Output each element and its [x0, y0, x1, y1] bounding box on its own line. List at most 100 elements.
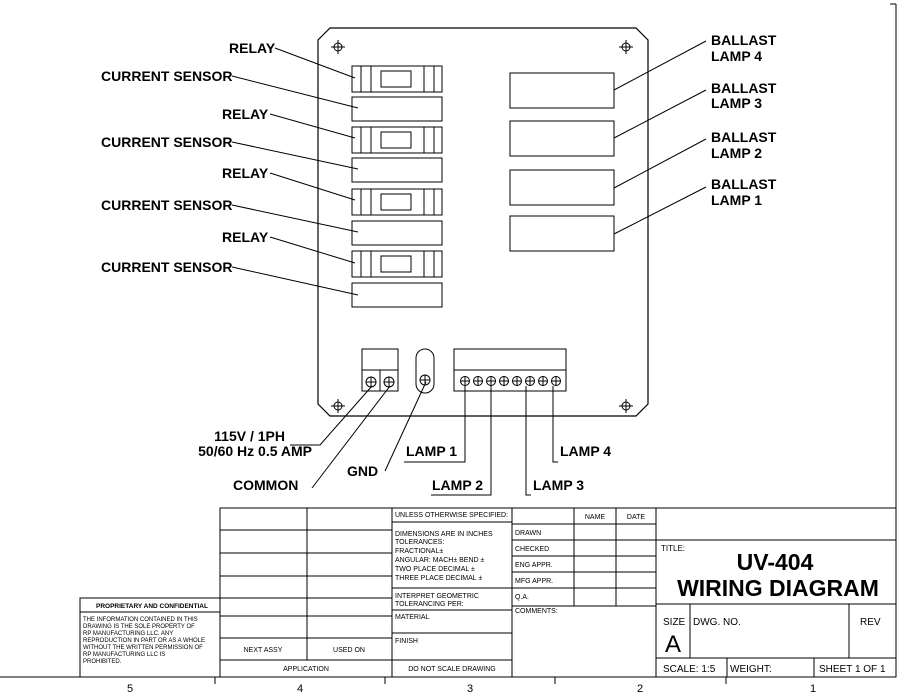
ballast-lamp-1 — [509, 215, 615, 252]
mount-hole-top-left — [331, 40, 345, 54]
date-header: DATE — [627, 514, 645, 521]
approval-mfg: MFG APPR. — [515, 578, 553, 585]
label-ballast-3-line2: LAMP 3 — [711, 95, 762, 111]
finish-label: FINISH — [395, 638, 418, 645]
name-header: NAME — [585, 514, 606, 521]
interpret-line-1: INTERPRET GEOMETRIC — [395, 593, 479, 600]
label-relay-1: RELAY — [229, 40, 276, 56]
label-relay-4: RELAY — [222, 229, 269, 245]
terminal-screw-icon — [499, 376, 509, 386]
lamp-terminal-strip — [453, 348, 567, 392]
zone-2: 2 — [637, 683, 643, 695]
zone-3: 3 — [467, 683, 473, 695]
current-sensor-1 — [351, 96, 443, 122]
mount-hole-bottom-left — [331, 399, 345, 413]
label-current-sensor-3: CURRENT SENSOR — [101, 197, 232, 213]
label-ballast-2-line2: LAMP 2 — [711, 145, 762, 161]
label-ballast-2-line1: BALLAST — [711, 129, 777, 145]
dimensions-line-3: FRACTIONAL± — [395, 548, 443, 555]
terminal-screw-icon — [473, 376, 483, 386]
material-label: MATERIAL — [395, 614, 430, 621]
dwg-no-label: DWG. NO. — [693, 617, 741, 628]
proprietary-heading: PROPRIETARY AND CONFIDENTIAL — [96, 603, 208, 610]
terminal-screw-icon — [383, 376, 395, 388]
label-power-line1: 115V / 1PH — [214, 428, 285, 444]
current-sensor-3 — [351, 220, 443, 246]
mounting-holes — [331, 40, 633, 413]
mount-hole-top-right — [619, 40, 633, 54]
comments-label: COMMENTS: — [515, 608, 558, 615]
terminal-screw-icon — [512, 376, 522, 386]
callout-labels: RELAY CURRENT SENSOR RELAY CURRENT SENSO… — [101, 32, 777, 493]
label-lamp-1: LAMP 1 — [406, 443, 457, 459]
dimensions-line-1: DIMENSIONS ARE IN INCHES — [395, 531, 493, 538]
terminal-screw-icon — [538, 376, 548, 386]
label-power-line2: 50/60 Hz 0.5 AMP — [198, 443, 312, 459]
approval-checked: CHECKED — [515, 546, 549, 553]
proprietary-text-6: RP MANUFACTURING LLC IS — [83, 652, 165, 658]
ballast-lamp-3 — [509, 120, 615, 157]
label-current-sensor-2: CURRENT SENSOR — [101, 134, 232, 150]
label-lamp-2: LAMP 2 — [432, 477, 483, 493]
label-current-sensor-1: CURRENT SENSOR — [101, 68, 232, 84]
dimensions-line-5: TWO PLACE DECIMAL ± — [395, 566, 475, 573]
label-relay-3: RELAY — [222, 165, 269, 181]
terminal-screw-icon — [365, 376, 377, 388]
relay-1 — [351, 65, 443, 93]
label-common: COMMON — [233, 477, 298, 493]
approval-drawn: DRAWN — [515, 530, 541, 537]
drawing-title-line1: UV-404 — [737, 549, 814, 575]
current-sensor-2 — [351, 157, 443, 183]
scale-label: SCALE: 1:5 — [663, 664, 716, 675]
size-label: SIZE — [663, 617, 686, 628]
ballast-lamp-4 — [509, 72, 615, 109]
proprietary-text-5: WITHOUT THE WRITTEN PERMISSION OF — [83, 645, 203, 651]
next-assy-label: NEXT ASSY — [244, 647, 283, 654]
proprietary-text-2: DRAWING IS THE SOLE PROPERTY OF — [83, 624, 195, 630]
leader-lines — [231, 40, 707, 496]
label-ballast-1-line1: BALLAST — [711, 176, 777, 192]
dimensions-line-6: THREE PLACE DECIMAL ± — [395, 575, 482, 582]
power-terminal-block — [361, 348, 399, 392]
dimensions-line-2: TOLERANCES: — [395, 539, 444, 546]
label-ballast-4-line1: BALLAST — [711, 32, 777, 48]
ballast-lamp-2 — [509, 169, 615, 206]
rev-label: REV — [860, 617, 881, 628]
dimensions-line-4: ANGULAR: MACH± BEND ± — [395, 557, 485, 564]
title-label: TITLE: — [661, 544, 685, 553]
sheet-label: SHEET 1 OF 1 — [819, 664, 886, 675]
unless-specified: UNLESS OTHERWISE SPECIFIED: — [395, 512, 508, 519]
terminal-screw-icon — [525, 376, 535, 386]
relay-3 — [351, 188, 443, 216]
relay-4 — [351, 250, 443, 278]
zone-1: 1 — [810, 683, 816, 695]
drawing-title-line2: WIRING DIAGRAM — [677, 575, 879, 601]
proprietary-text-7: PROHIBITED. — [83, 659, 122, 665]
current-sensor-4 — [351, 282, 443, 308]
proprietary-text-4: REPRODUCTION IN PART OR AS A WHOLE — [83, 638, 205, 644]
interpret-line-2: TOLERANCING PER: — [395, 601, 464, 608]
zone-5: 5 — [127, 683, 133, 695]
proprietary-text-1: THE INFORMATION CONTAINED IN THIS — [83, 617, 198, 623]
zone-markers: 5 4 3 2 1 — [127, 683, 816, 695]
approval-eng: ENG APPR. — [515, 562, 553, 569]
ground-stud — [415, 348, 435, 394]
label-lamp-3: LAMP 3 — [533, 477, 584, 493]
label-lamp-4: LAMP 4 — [560, 443, 611, 459]
label-ballast-3-line1: BALLAST — [711, 80, 777, 96]
label-current-sensor-4: CURRENT SENSOR — [101, 259, 232, 275]
title-block: PROPRIETARY AND CONFIDENTIAL THE INFORMA… — [79, 507, 897, 678]
label-gnd: GND — [347, 463, 378, 479]
relay-2 — [351, 126, 443, 154]
terminal-screw-icon — [460, 376, 470, 386]
application-label: APPLICATION — [283, 666, 329, 673]
label-ballast-4-line2: LAMP 4 — [711, 48, 762, 64]
label-ballast-1-line2: LAMP 1 — [711, 192, 762, 208]
do-not-scale: DO NOT SCALE DRAWING — [408, 666, 496, 673]
approval-qa: Q.A. — [515, 594, 529, 601]
used-on-label: USED ON — [333, 647, 365, 654]
size-value: A — [665, 631, 681, 658]
mount-hole-bottom-right — [619, 399, 633, 413]
terminal-screw-icon — [551, 376, 561, 386]
